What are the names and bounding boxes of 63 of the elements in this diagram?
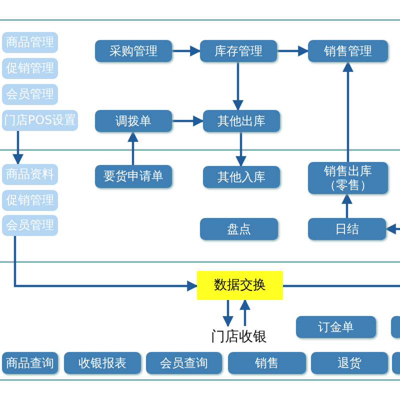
process-box	[391, 316, 400, 338]
box-label: 门店POS设置	[4, 113, 76, 128]
arrow	[222, 300, 234, 328]
process-box	[2, 164, 58, 185]
box-label: 其他出库	[218, 114, 266, 128]
process-box	[2, 32, 58, 53]
box-label: 商品管理	[6, 35, 54, 50]
process-box	[2, 190, 58, 211]
arrow	[172, 46, 202, 56]
process-box	[2, 215, 58, 236]
box-label: 采购管理	[110, 44, 158, 58]
box-label: 日结	[335, 222, 359, 236]
process-box	[2, 352, 58, 374]
box-label: 数据交换	[214, 278, 266, 294]
box-label: 库存管理	[214, 44, 262, 58]
process-box	[95, 40, 172, 62]
connector-line	[283, 284, 400, 288]
box-label: 盘点	[227, 222, 251, 236]
process-box	[95, 165, 172, 188]
process-box	[200, 218, 278, 240]
process-box	[296, 316, 376, 338]
box-label: 收银报表	[78, 356, 126, 370]
arrow	[240, 298, 250, 326]
process-box	[308, 162, 388, 194]
process-box	[146, 352, 222, 374]
box-label: 订金单	[318, 320, 354, 334]
process-box	[203, 166, 280, 188]
process-box	[228, 352, 306, 374]
arrow	[342, 192, 352, 218]
box-label: 商品资料	[6, 167, 54, 182]
arrow	[384, 224, 400, 234]
box-label: 商品查询	[6, 356, 54, 370]
node-label: 门店收银	[211, 328, 267, 346]
box-label: 调拨单	[116, 114, 152, 128]
box-label: 销售管理	[324, 44, 372, 58]
process-box	[2, 84, 58, 105]
process-box	[64, 352, 141, 374]
process-box	[311, 352, 388, 374]
arrow	[14, 236, 198, 292]
process-box	[308, 218, 386, 240]
arrow	[12, 131, 24, 166]
box-label: 促销管理	[6, 61, 54, 76]
process-box	[200, 40, 277, 62]
arrow	[277, 46, 310, 56]
process-box	[308, 40, 388, 62]
arrow	[236, 132, 246, 168]
box-label: 会员查询	[160, 356, 208, 370]
highlighted-process-box	[197, 271, 283, 300]
box-label: 会员管理	[6, 87, 54, 102]
process-box	[95, 110, 172, 132]
arrow	[232, 62, 244, 112]
box-label: 退货	[338, 356, 362, 370]
box-label: 其他入库	[218, 170, 266, 184]
box-label: 会员管理	[6, 218, 54, 233]
process-box	[2, 58, 58, 79]
process-box	[203, 110, 280, 132]
arrow	[172, 116, 204, 126]
arrow	[342, 60, 354, 162]
box-label: 销售	[255, 356, 279, 370]
box-label: 要货申请单	[104, 169, 164, 184]
box-label: 销售出库（零售）	[322, 164, 373, 192]
arrow	[128, 130, 138, 165]
box-label: 促销管理	[6, 193, 54, 208]
